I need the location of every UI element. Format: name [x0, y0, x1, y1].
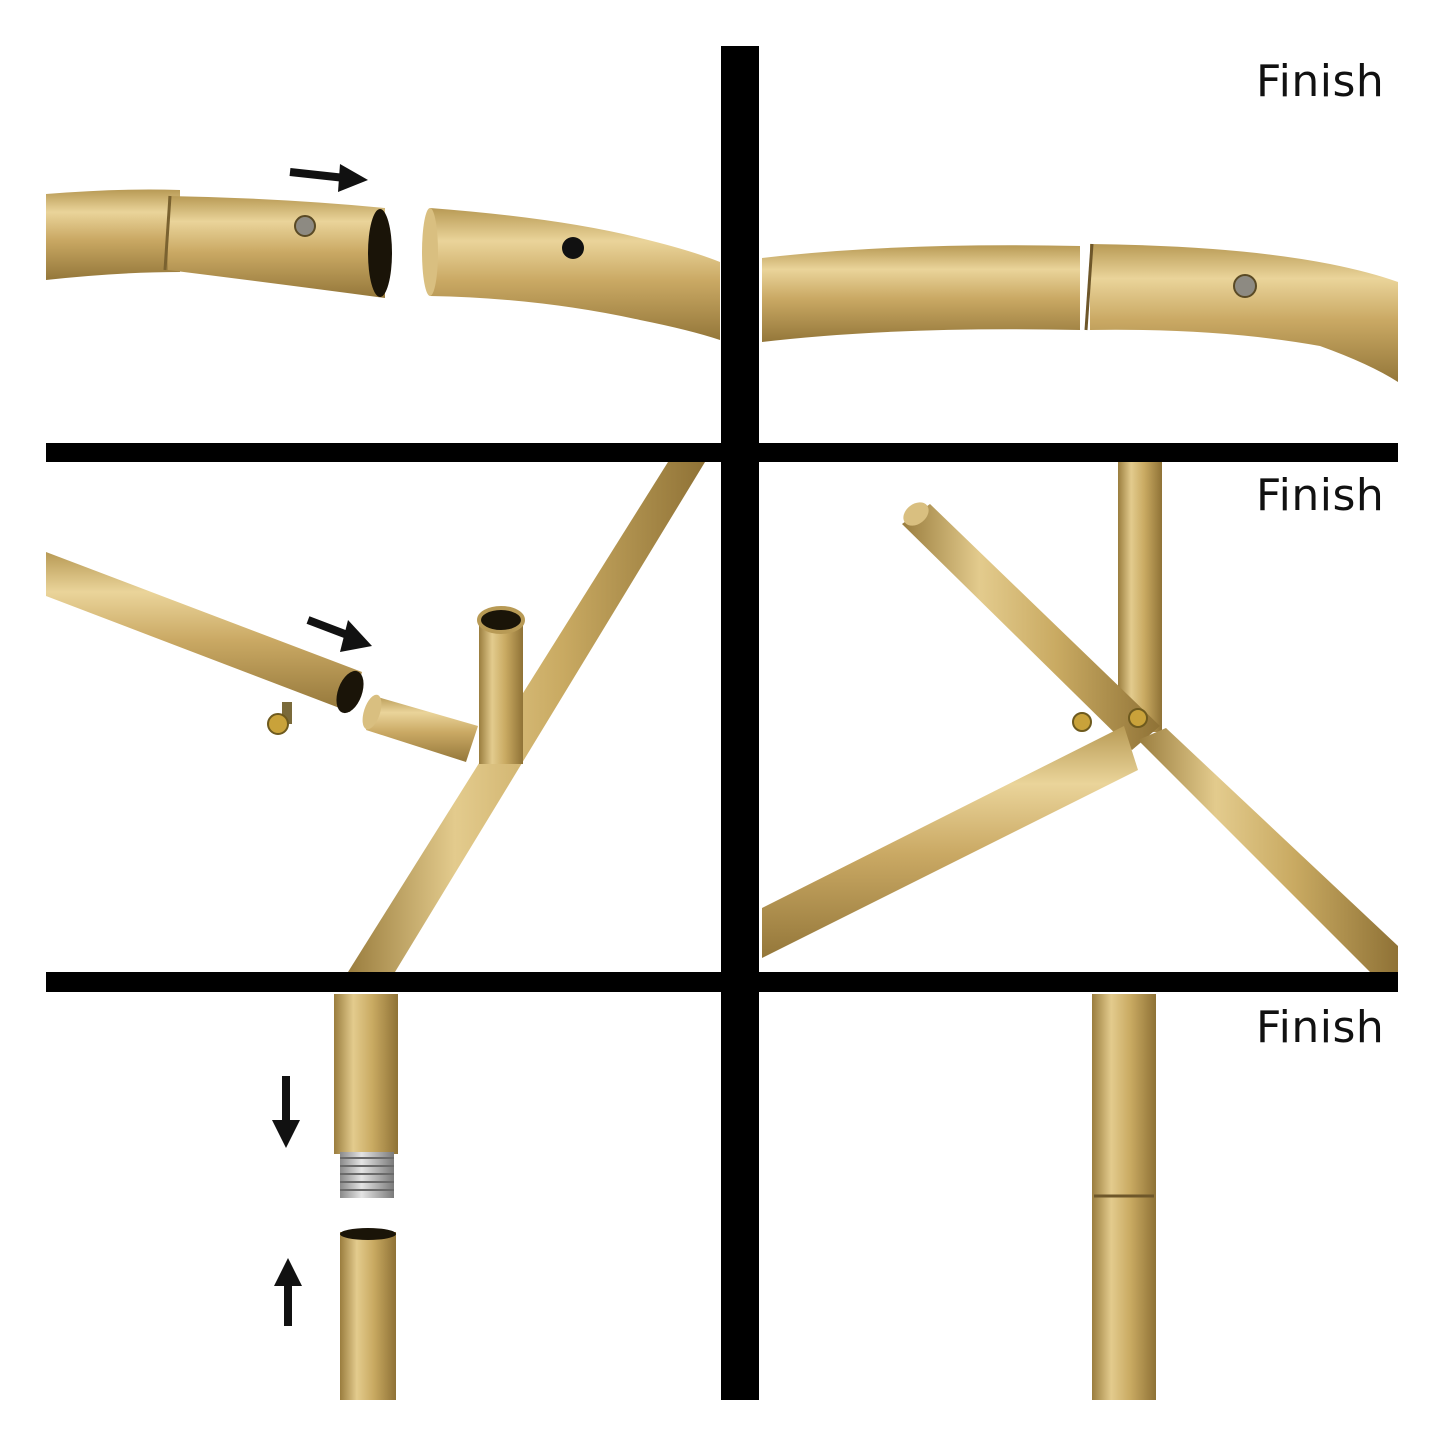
horizontal-divider-top — [46, 443, 1398, 462]
finish-label-top: Finish — [1256, 56, 1385, 107]
arrow-right-icon — [289, 164, 368, 192]
panel-pole-finished — [1092, 994, 1156, 1400]
tube-opening — [368, 209, 392, 297]
arc-tube-right — [430, 208, 720, 340]
horizontal-divider-bottom — [46, 972, 1398, 992]
leg-tube-main — [348, 462, 705, 972]
arrow-up-icon — [274, 1258, 302, 1326]
arc-tube-left — [46, 189, 180, 280]
stub-tube — [366, 696, 478, 762]
arrow-right-icon — [306, 616, 372, 652]
finish-label-middle: Finish — [1256, 470, 1385, 521]
finish-label-bottom: Finish — [1256, 1002, 1385, 1053]
arc-tube-joined — [762, 245, 1080, 342]
vertical-post — [1118, 462, 1162, 732]
leg-tube-left — [46, 552, 362, 712]
screw-hole — [562, 237, 584, 259]
panel-base-connect — [46, 462, 705, 972]
panel-pole-connect — [272, 994, 398, 1400]
panel-arc-connect — [46, 164, 720, 340]
thumb-screw-icon — [1128, 708, 1148, 728]
panel-base-finished — [762, 462, 1398, 972]
leg-tube-diagonal — [902, 504, 1160, 750]
pole-upper — [334, 994, 398, 1154]
leg-tube-left — [762, 726, 1138, 958]
thumb-screw-icon — [1072, 712, 1092, 732]
arc-sleeve-joined — [1090, 244, 1398, 382]
arrow-down-icon — [272, 1076, 300, 1148]
grid-dividers — [46, 46, 1398, 1400]
thumb-screw-icon — [267, 702, 292, 735]
vertical-divider — [721, 46, 759, 1400]
vertical-socket — [479, 618, 523, 764]
leg-tube-right — [1138, 728, 1398, 972]
set-screw — [294, 215, 316, 237]
arc-sleeve-left — [168, 196, 385, 298]
set-screw — [1233, 274, 1257, 298]
pole-lower — [340, 1232, 396, 1400]
tube-opening — [336, 670, 364, 714]
panel-arc-finished — [762, 243, 1398, 382]
